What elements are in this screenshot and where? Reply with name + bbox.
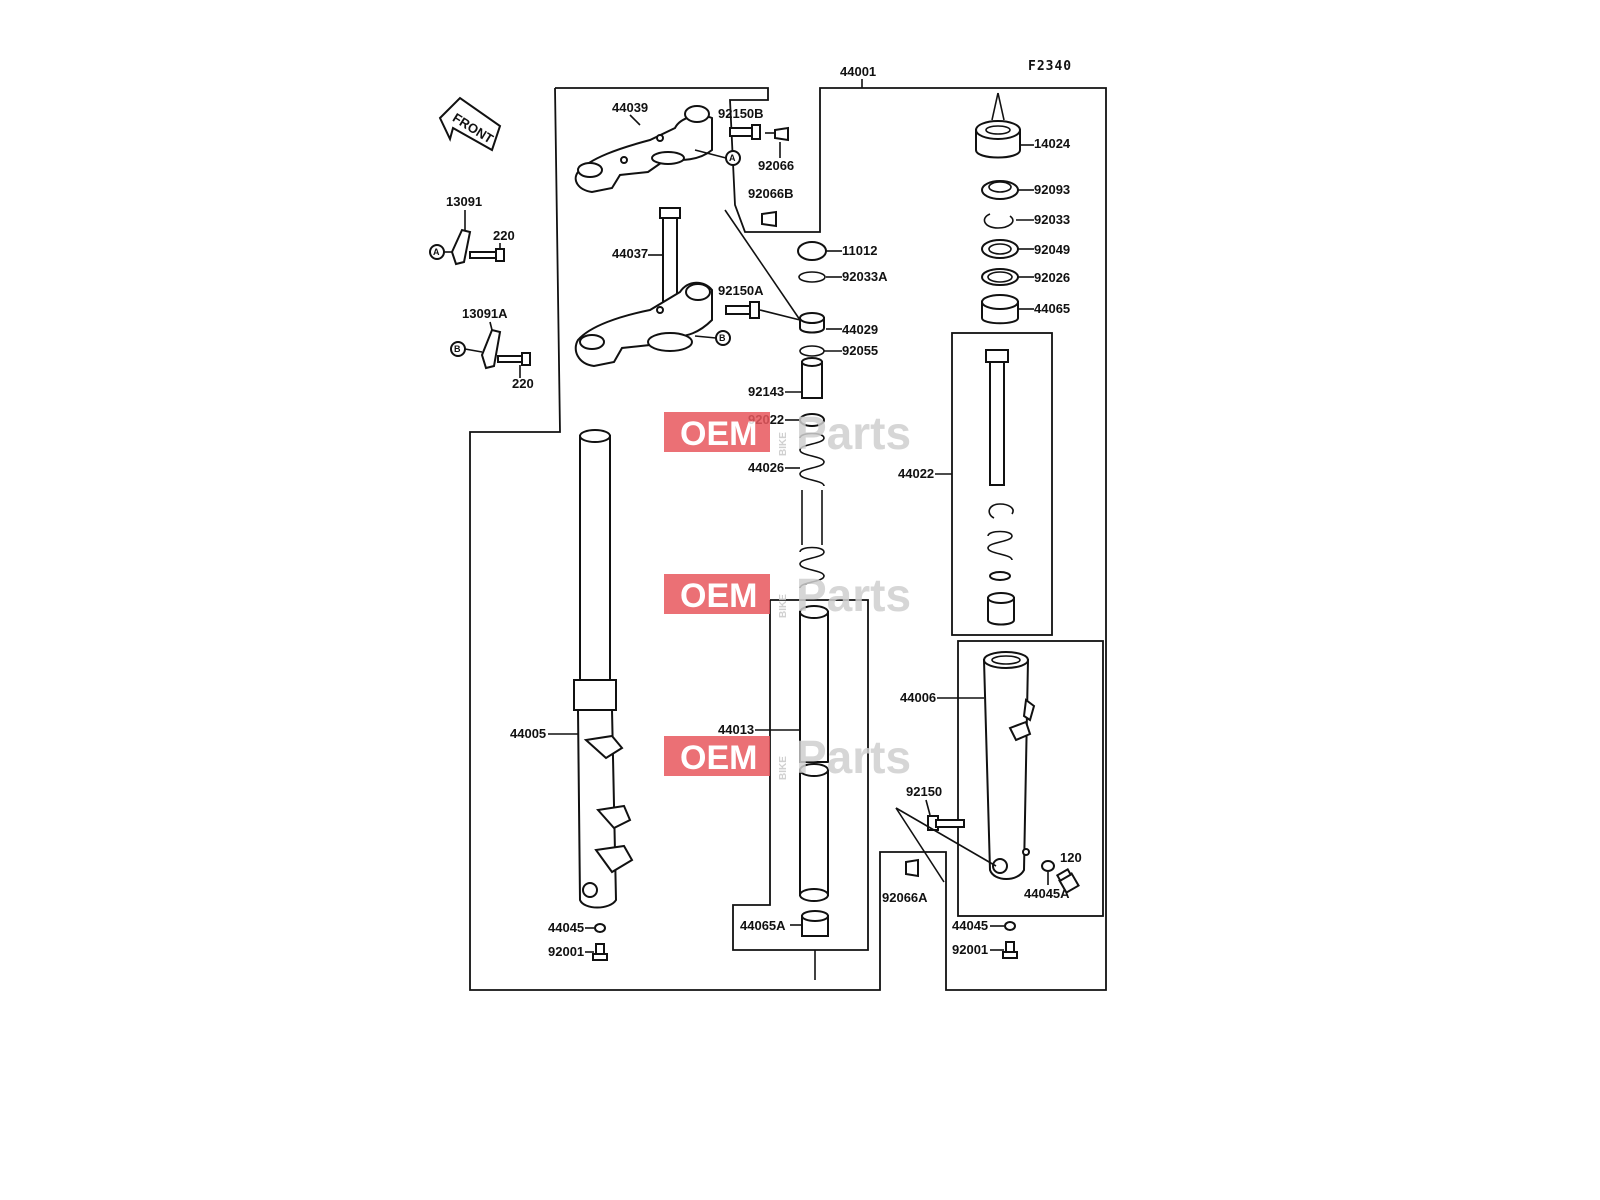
label-92066B: 92066B (748, 186, 794, 201)
right-fork-44006 (982, 651, 1036, 880)
watermark-bike-text-2: BIKE (778, 594, 789, 618)
label-92001-b: 92001 (952, 942, 988, 957)
label-13091A: 13091A (462, 306, 508, 321)
damper-rod-44022 (985, 349, 1015, 626)
label-44026: 44026 (748, 460, 784, 475)
washer-44045a-right (1041, 860, 1055, 872)
callout-a-text-2: A (433, 247, 440, 257)
cap-11012 (797, 241, 827, 261)
label-92049: 92049 (1034, 242, 1070, 257)
label-92055: 92055 (842, 343, 878, 358)
watermark-oem-text-3: OEM (680, 739, 757, 777)
plug-92066b (761, 210, 777, 228)
label-92143: 92143 (748, 384, 784, 399)
watermark-1: OEM BIKE Parts (664, 407, 911, 459)
label-44045A: 44045A (1024, 886, 1070, 901)
label-14024: 14024 (1034, 136, 1071, 151)
label-11012: 11012 (842, 243, 877, 258)
watermark-parts-text-2: Parts (796, 569, 911, 621)
watermark-2: OEM BIKE Parts (664, 569, 911, 621)
washer-44045-a (594, 923, 606, 933)
label-92093: 92093 (1034, 182, 1070, 197)
label-92150: 92150 (906, 784, 942, 799)
front-arrow-icon: FRONT (438, 96, 502, 152)
assembly-frame-outline (469, 87, 1107, 991)
spring-44026 (799, 432, 825, 589)
label-44065: 44065 (1034, 301, 1070, 316)
watermark-3: OEM BIKE Parts (664, 731, 911, 783)
watermark-oem-bg-3 (664, 736, 770, 776)
label-92001-a: 92001 (548, 944, 584, 959)
bolt-92150a (725, 301, 760, 319)
washer-92049 (981, 239, 1019, 259)
label-120: 120 (1060, 850, 1082, 865)
label-220-b: 220 (512, 376, 534, 391)
circlip-92033 (983, 213, 1014, 229)
spacer-92143 (801, 357, 823, 399)
bolt-92001-b (1002, 941, 1018, 959)
callout-a-text: A (729, 153, 736, 163)
watermark-parts-text-3: Parts (796, 731, 911, 783)
outer-tube-right-frame (957, 640, 1104, 917)
bushing-44065a (801, 910, 829, 937)
label-220-a: 220 (493, 228, 515, 243)
label-44045-a: 44045 (548, 920, 584, 935)
watermark-bike-text-3: BIKE (778, 756, 789, 780)
washer-44045-b (1004, 921, 1016, 931)
plug-92066a (905, 858, 919, 878)
ring-92033a (798, 271, 826, 283)
diagram-code: F2340 (1028, 59, 1072, 74)
bushing-44065 (981, 294, 1019, 325)
label-44022: 44022 (898, 466, 934, 481)
label-44001: 44001 (840, 64, 876, 79)
watermark-oem-text: OEM (680, 415, 757, 453)
label-92033A: 92033A (842, 269, 888, 284)
bushing-14024 (975, 120, 1021, 159)
watermark-oem-bg-2 (664, 574, 770, 614)
label-44006: 44006 (900, 690, 936, 705)
label-44029: 44029 (842, 322, 878, 337)
label-92026: 92026 (1034, 270, 1070, 285)
watermark-bike-text: BIKE (778, 432, 789, 456)
inner-rod-frame (951, 332, 1053, 636)
watermark-oem-bg (664, 412, 770, 452)
label-92033: 92033 (1034, 212, 1070, 227)
label-92066A: 92066A (882, 890, 928, 905)
bolt-92150b (729, 124, 761, 140)
steering-stem (574, 207, 713, 368)
fork-tube-frame (732, 599, 869, 951)
label-92066: 92066 (758, 158, 794, 173)
fork-tube-44013 (799, 605, 829, 902)
callout-b-text: B (719, 333, 726, 343)
label-44013: 44013 (718, 722, 754, 737)
label-44037: 44037 (612, 246, 648, 261)
label-44065A: 44065A (740, 918, 786, 933)
ring-92026 (981, 268, 1019, 286)
bolt-120 (1055, 868, 1080, 894)
label-92150B: 92150B (718, 106, 764, 121)
left-fork-44005 (573, 429, 634, 909)
seal-92093 (981, 180, 1019, 200)
label-44039: 44039 (612, 100, 648, 115)
bolt-92001-a (592, 943, 608, 961)
label-13091: 13091 (446, 194, 482, 209)
oring-92055 (799, 345, 825, 357)
handlebar-13091 (450, 228, 505, 266)
upper-triple-clamp (574, 105, 713, 194)
watermark-oem-text-2: OEM (680, 577, 757, 615)
label-44005: 44005 (510, 726, 546, 741)
callout-b-text-2: B (454, 344, 461, 354)
watermark-parts-text: Parts (796, 407, 911, 459)
label-92150A: 92150A (718, 283, 764, 298)
plug-92066 (774, 126, 789, 142)
handlebar-13091a (480, 328, 531, 370)
label-44045-b: 44045 (952, 918, 988, 933)
collar-44029 (799, 312, 825, 334)
